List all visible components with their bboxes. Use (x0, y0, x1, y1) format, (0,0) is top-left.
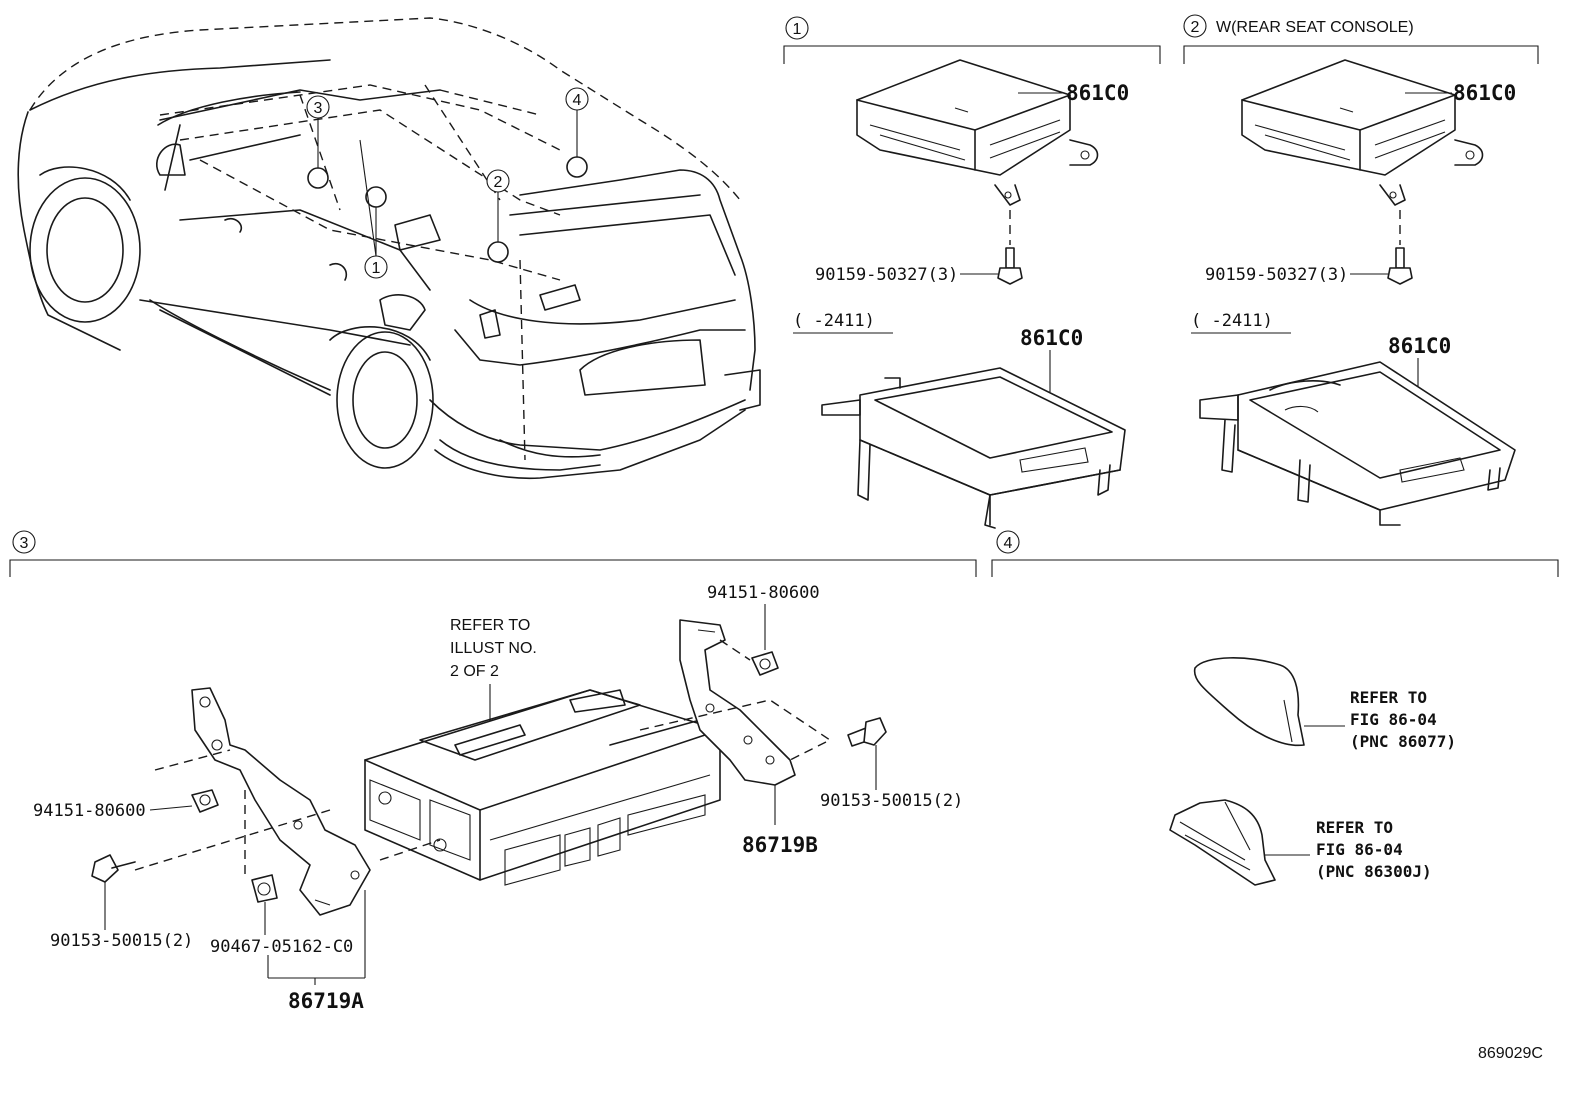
bolt-icon (91, 854, 136, 883)
ref-b-line-3: (PNC 86300J) (1316, 862, 1432, 881)
section-2-number: 2 (1191, 19, 1200, 36)
part-90159-50327-1: 90159-50327(3) (815, 265, 958, 285)
bracket-86719b (679, 619, 796, 786)
section-1: 1 861C0 90159-50327(3) ( -2411) (783, 16, 1161, 529)
ecu-module-861c0 (856, 59, 1099, 206)
section-2-note: W(REAR SEAT CONSOLE) (1216, 19, 1414, 36)
clip-icon (191, 789, 219, 813)
callout-3: 3 (306, 95, 330, 119)
antenna-icon (1193, 657, 1305, 747)
callout-2: 2 (486, 169, 510, 193)
section-2: 2 W(REAR SEAT CONSOLE) 861C0 90159-50327… (1183, 14, 1539, 526)
part-90467-05162-c0: 90467-05162-C0 (210, 937, 353, 957)
section-4-number: 4 (1004, 535, 1013, 552)
range-label-2: ( -2411) (1191, 311, 1273, 331)
part-86719b: 86719B (742, 833, 818, 857)
tray-module-861c0 (821, 367, 1126, 529)
section-1-number: 1 (793, 21, 802, 38)
ref-b-line-2: FIG 86-04 (1316, 840, 1403, 859)
svg-text:3: 3 (314, 100, 323, 117)
tray-module-861c0 (1199, 361, 1516, 526)
part-90153-50015-left: 90153-50015(2) (50, 931, 193, 951)
refer-line-3: 2 OF 2 (450, 663, 499, 680)
bolt-icon (847, 717, 887, 747)
part-861c0-bottom-2: 861C0 (1388, 334, 1451, 358)
section-3: 3 REFER TO ILLUST NO. 2 OF 2 (9, 530, 977, 1013)
callout-4: 4 (565, 87, 589, 111)
ref-a-line-2: FIG 86-04 (1350, 710, 1437, 729)
part-861c0-top-1: 861C0 (1066, 81, 1129, 105)
part-861c0-top-2: 861C0 (1453, 81, 1516, 105)
antenna-module-icon (1169, 799, 1276, 886)
ref-a-line-3: (PNC 86077) (1350, 732, 1456, 751)
bolt-icon (1387, 247, 1413, 285)
vehicle-illustration (17, 17, 761, 480)
refer-line-1: REFER TO (450, 617, 530, 634)
ecu-module-861c0 (1241, 59, 1484, 206)
part-94151-80600-left: 94151-80600 (33, 801, 146, 821)
callout-1: 1 (364, 255, 388, 279)
clip-icon (751, 651, 779, 676)
part-90153-50015-right: 90153-50015(2) (820, 791, 963, 811)
refer-line-2: ILLUST NO. (450, 640, 537, 657)
part-90159-50327-2: 90159-50327(3) (1205, 265, 1348, 285)
section-4: 4 REFER TO FIG 86-04 (PNC 86077) REFER T… (991, 530, 1559, 886)
part-861c0-bottom-1: 861C0 (1020, 326, 1083, 350)
diagram-id: 869029C (1478, 1045, 1543, 1062)
ref-b-line-1: REFER TO (1316, 818, 1393, 837)
svg-text:2: 2 (494, 174, 503, 191)
range-label-1: ( -2411) (793, 311, 875, 331)
ecu-main-module (364, 689, 721, 886)
svg-text:4: 4 (573, 92, 582, 109)
bracket-86719a (191, 687, 371, 916)
clip-icon (251, 874, 278, 903)
ref-a-line-1: REFER TO (1350, 688, 1427, 707)
svg-text:1: 1 (372, 260, 381, 277)
part-94151-80600-top: 94151-80600 (707, 583, 820, 603)
bolt-icon (997, 247, 1023, 285)
section-3-number: 3 (20, 535, 29, 552)
part-86719a: 86719A (288, 989, 364, 1013)
